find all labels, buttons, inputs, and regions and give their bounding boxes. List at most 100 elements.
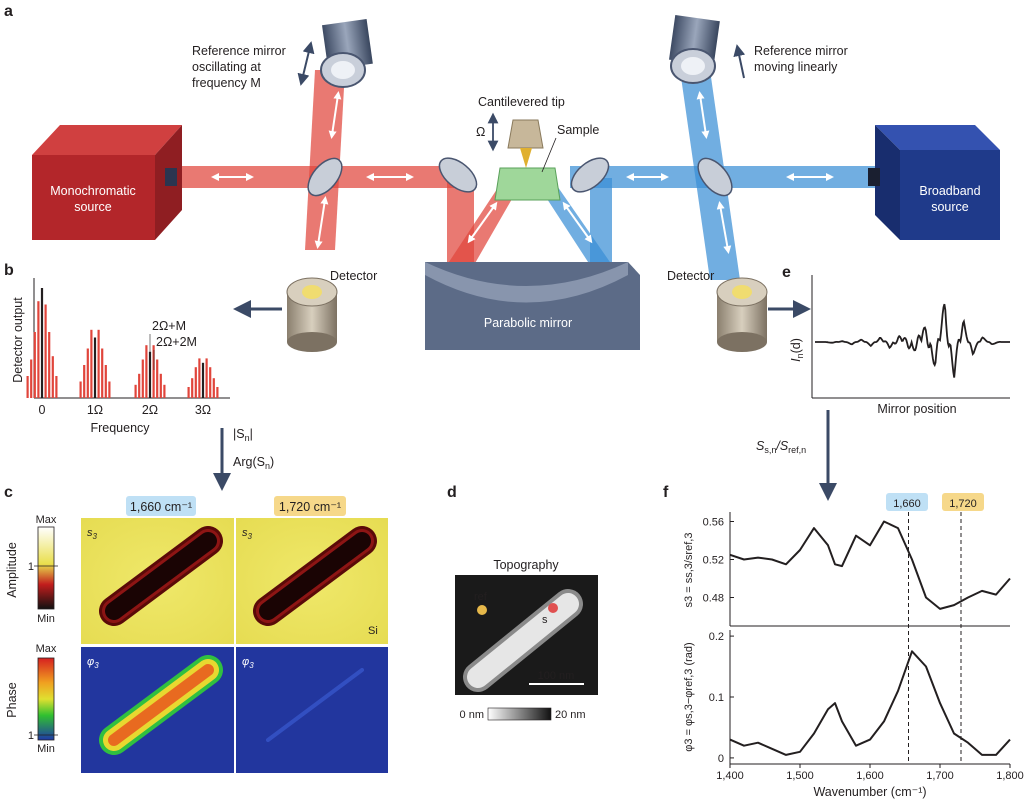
spectral-line: [191, 378, 194, 398]
svg-text:source: source: [74, 200, 112, 214]
panel-b-annotation: 2Ω+M: [152, 319, 186, 333]
bottom-y-axis-label: φ3 = φs,3−φref,3 (rad): [683, 642, 695, 751]
linear-motion-arrow: [733, 44, 746, 79]
y-tick-label: 0.48: [703, 593, 724, 605]
spectral-line: [148, 351, 152, 398]
x-tick-label: 1,500: [786, 770, 814, 782]
spectral-line: [93, 337, 97, 398]
wn-1720-badge: [274, 496, 346, 516]
x-tick-label: 1,800: [996, 770, 1024, 782]
phase-label: Phase: [5, 682, 19, 717]
y-tick-label: 0.2: [709, 631, 724, 643]
x-tick-label: 1,600: [856, 770, 884, 782]
spectral-line: [40, 288, 44, 398]
spectral-line: [201, 362, 205, 398]
cantilever-label: Cantilevered tip: [478, 95, 565, 109]
spectral-line: [134, 384, 137, 398]
interferogram-line: [815, 303, 1010, 378]
top-y-axis-label: s3 = ss,3/sref,3: [683, 533, 695, 608]
svg-text:source: source: [931, 200, 969, 214]
amplitude-map-1720: s3 Si: [236, 518, 388, 644]
spectral-line: [48, 332, 51, 398]
beam-splitter-left: [307, 157, 343, 197]
panel-b-xlabel: Frequency: [90, 421, 150, 435]
svg-text:Max: Max: [36, 514, 57, 526]
spectral-line: [194, 367, 197, 398]
x-axis-label: Wavenumber (cm⁻¹): [813, 785, 926, 799]
detector-right: [716, 277, 768, 352]
spectral-line: [152, 345, 155, 398]
ref-mirror-right-label: Reference mirror: [754, 44, 848, 58]
spectral-line: [55, 376, 58, 398]
panel-b-ylabel: Detector output: [11, 297, 25, 383]
svg-text:Broadband: Broadband: [919, 184, 980, 198]
panel-b-tick: 3Ω: [195, 403, 211, 417]
wn-1660-badge: [126, 496, 196, 516]
detector-right-label: Detector: [667, 269, 714, 283]
amplitude-colorbar: [37, 526, 55, 610]
panel-b-tick: 1Ω: [87, 403, 103, 417]
spectral-line: [26, 376, 29, 398]
spectral-line: [209, 367, 212, 398]
svg-text:Min: Min: [37, 613, 55, 625]
panel-label-e: e: [782, 264, 791, 281]
svg-text:1,660 cm⁻¹: 1,660 cm⁻¹: [130, 500, 192, 514]
panel-b-tick: 2Ω: [142, 403, 158, 417]
svg-text:oscillating at: oscillating at: [192, 60, 261, 74]
marker-1660-label: 1,660: [893, 498, 921, 510]
svg-text:0 nm: 0 nm: [460, 709, 484, 721]
amplitude-map-1660: s3: [81, 518, 234, 644]
spectral-line: [145, 345, 148, 398]
svg-text:1: 1: [28, 561, 34, 573]
panel-label-f: f: [663, 484, 669, 501]
spectral-line: [138, 373, 141, 398]
phi3-label: φ3: [87, 656, 99, 670]
sample: [494, 167, 561, 201]
spectrum-line: [729, 650, 1011, 756]
svg-text:moving linearly: moving linearly: [754, 60, 838, 74]
spectral-line: [44, 304, 47, 398]
topography-colorbar: [487, 707, 552, 721]
panel-b-tick: 0: [39, 403, 46, 417]
si-label: Si: [368, 625, 378, 637]
panel-label-d: d: [447, 484, 457, 501]
y-tick-label: 0: [718, 753, 724, 765]
svg-text:Monochromatic: Monochromatic: [50, 184, 135, 198]
s-marker-label: s: [542, 614, 548, 626]
y-tick-label: 0.1: [709, 692, 724, 704]
fold-mirror-left: [438, 157, 478, 193]
sample-label: Sample: [557, 123, 599, 137]
marker-1660-badge: [886, 493, 928, 511]
spectral-line: [37, 301, 40, 398]
spectral-line: [159, 373, 162, 398]
svg-text:1: 1: [28, 730, 34, 742]
spectral-line: [79, 381, 82, 398]
fold-mirror-right: [570, 157, 610, 193]
panel-e-chart: [811, 275, 1010, 399]
s3-label: s3: [242, 527, 253, 541]
phase-map-1660: φ3: [81, 647, 234, 773]
beam-splitter-right: [697, 157, 733, 197]
panel-label-b: b: [4, 262, 14, 279]
detector-left-label: Detector: [330, 269, 377, 283]
spectral-line: [104, 365, 107, 398]
spectral-line: [212, 378, 215, 398]
cantilevered-tip: [507, 119, 544, 168]
panel-label-c: c: [4, 484, 13, 501]
spectrum-line: [729, 520, 1011, 610]
ratio-label: Ss,n/Sref,n: [756, 439, 806, 455]
amplitude-op-label: |Sn|: [233, 427, 253, 443]
reference-mirror-right: [669, 15, 720, 84]
phase-colorbar: [37, 657, 55, 741]
spectral-line: [205, 358, 208, 398]
spectral-line: [187, 387, 190, 398]
omega-label: Ω: [476, 125, 485, 139]
svg-text:Max: Max: [36, 643, 57, 655]
beam-arrows: [211, 91, 834, 254]
s3-label: s3: [87, 527, 98, 541]
panel-b-annotation: 2Ω+2M: [156, 335, 197, 349]
phase-op-label: Arg(Sn): [233, 455, 274, 471]
panel-label-a: a: [4, 3, 13, 20]
spectral-line: [163, 384, 166, 398]
spectral-line: [198, 358, 201, 398]
